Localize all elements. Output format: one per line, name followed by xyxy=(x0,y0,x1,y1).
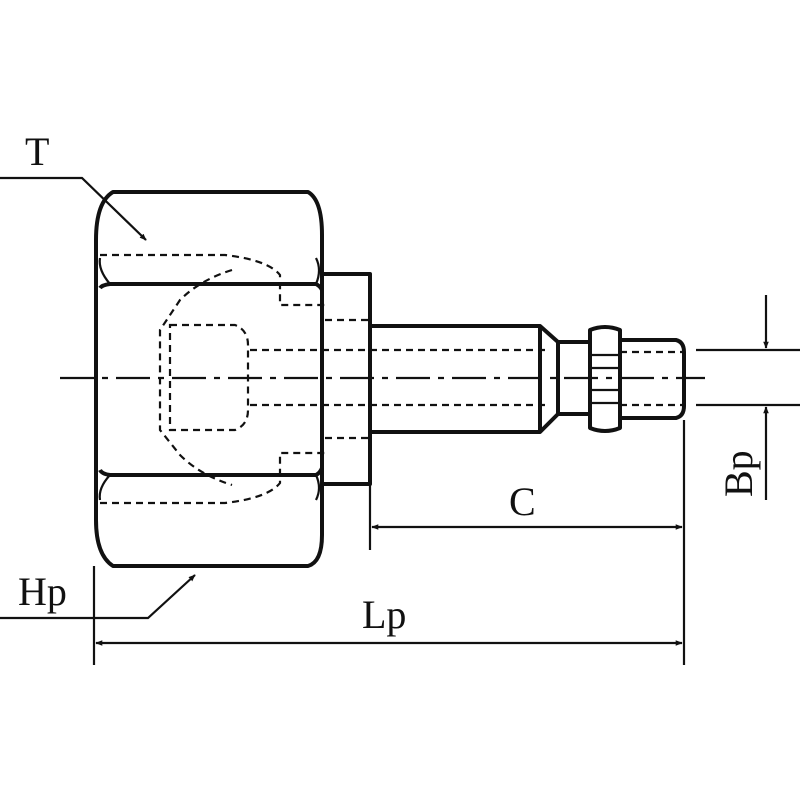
leader-Hp: Hp xyxy=(0,569,196,620)
label-Bp: Bp xyxy=(716,450,761,497)
dimension-Bp: Bp xyxy=(696,295,800,500)
leader-T: T xyxy=(0,129,147,241)
hex-nut xyxy=(94,190,324,568)
internal-thread-hidden-lines xyxy=(100,253,545,505)
label-T: T xyxy=(25,129,49,174)
label-Lp: Lp xyxy=(362,592,406,637)
dimension-Lp: Lp xyxy=(92,420,686,665)
dimension-C: C xyxy=(368,479,683,550)
label-Hp: Hp xyxy=(18,569,67,614)
plug-shaft xyxy=(370,324,686,434)
label-C: C xyxy=(509,479,536,524)
